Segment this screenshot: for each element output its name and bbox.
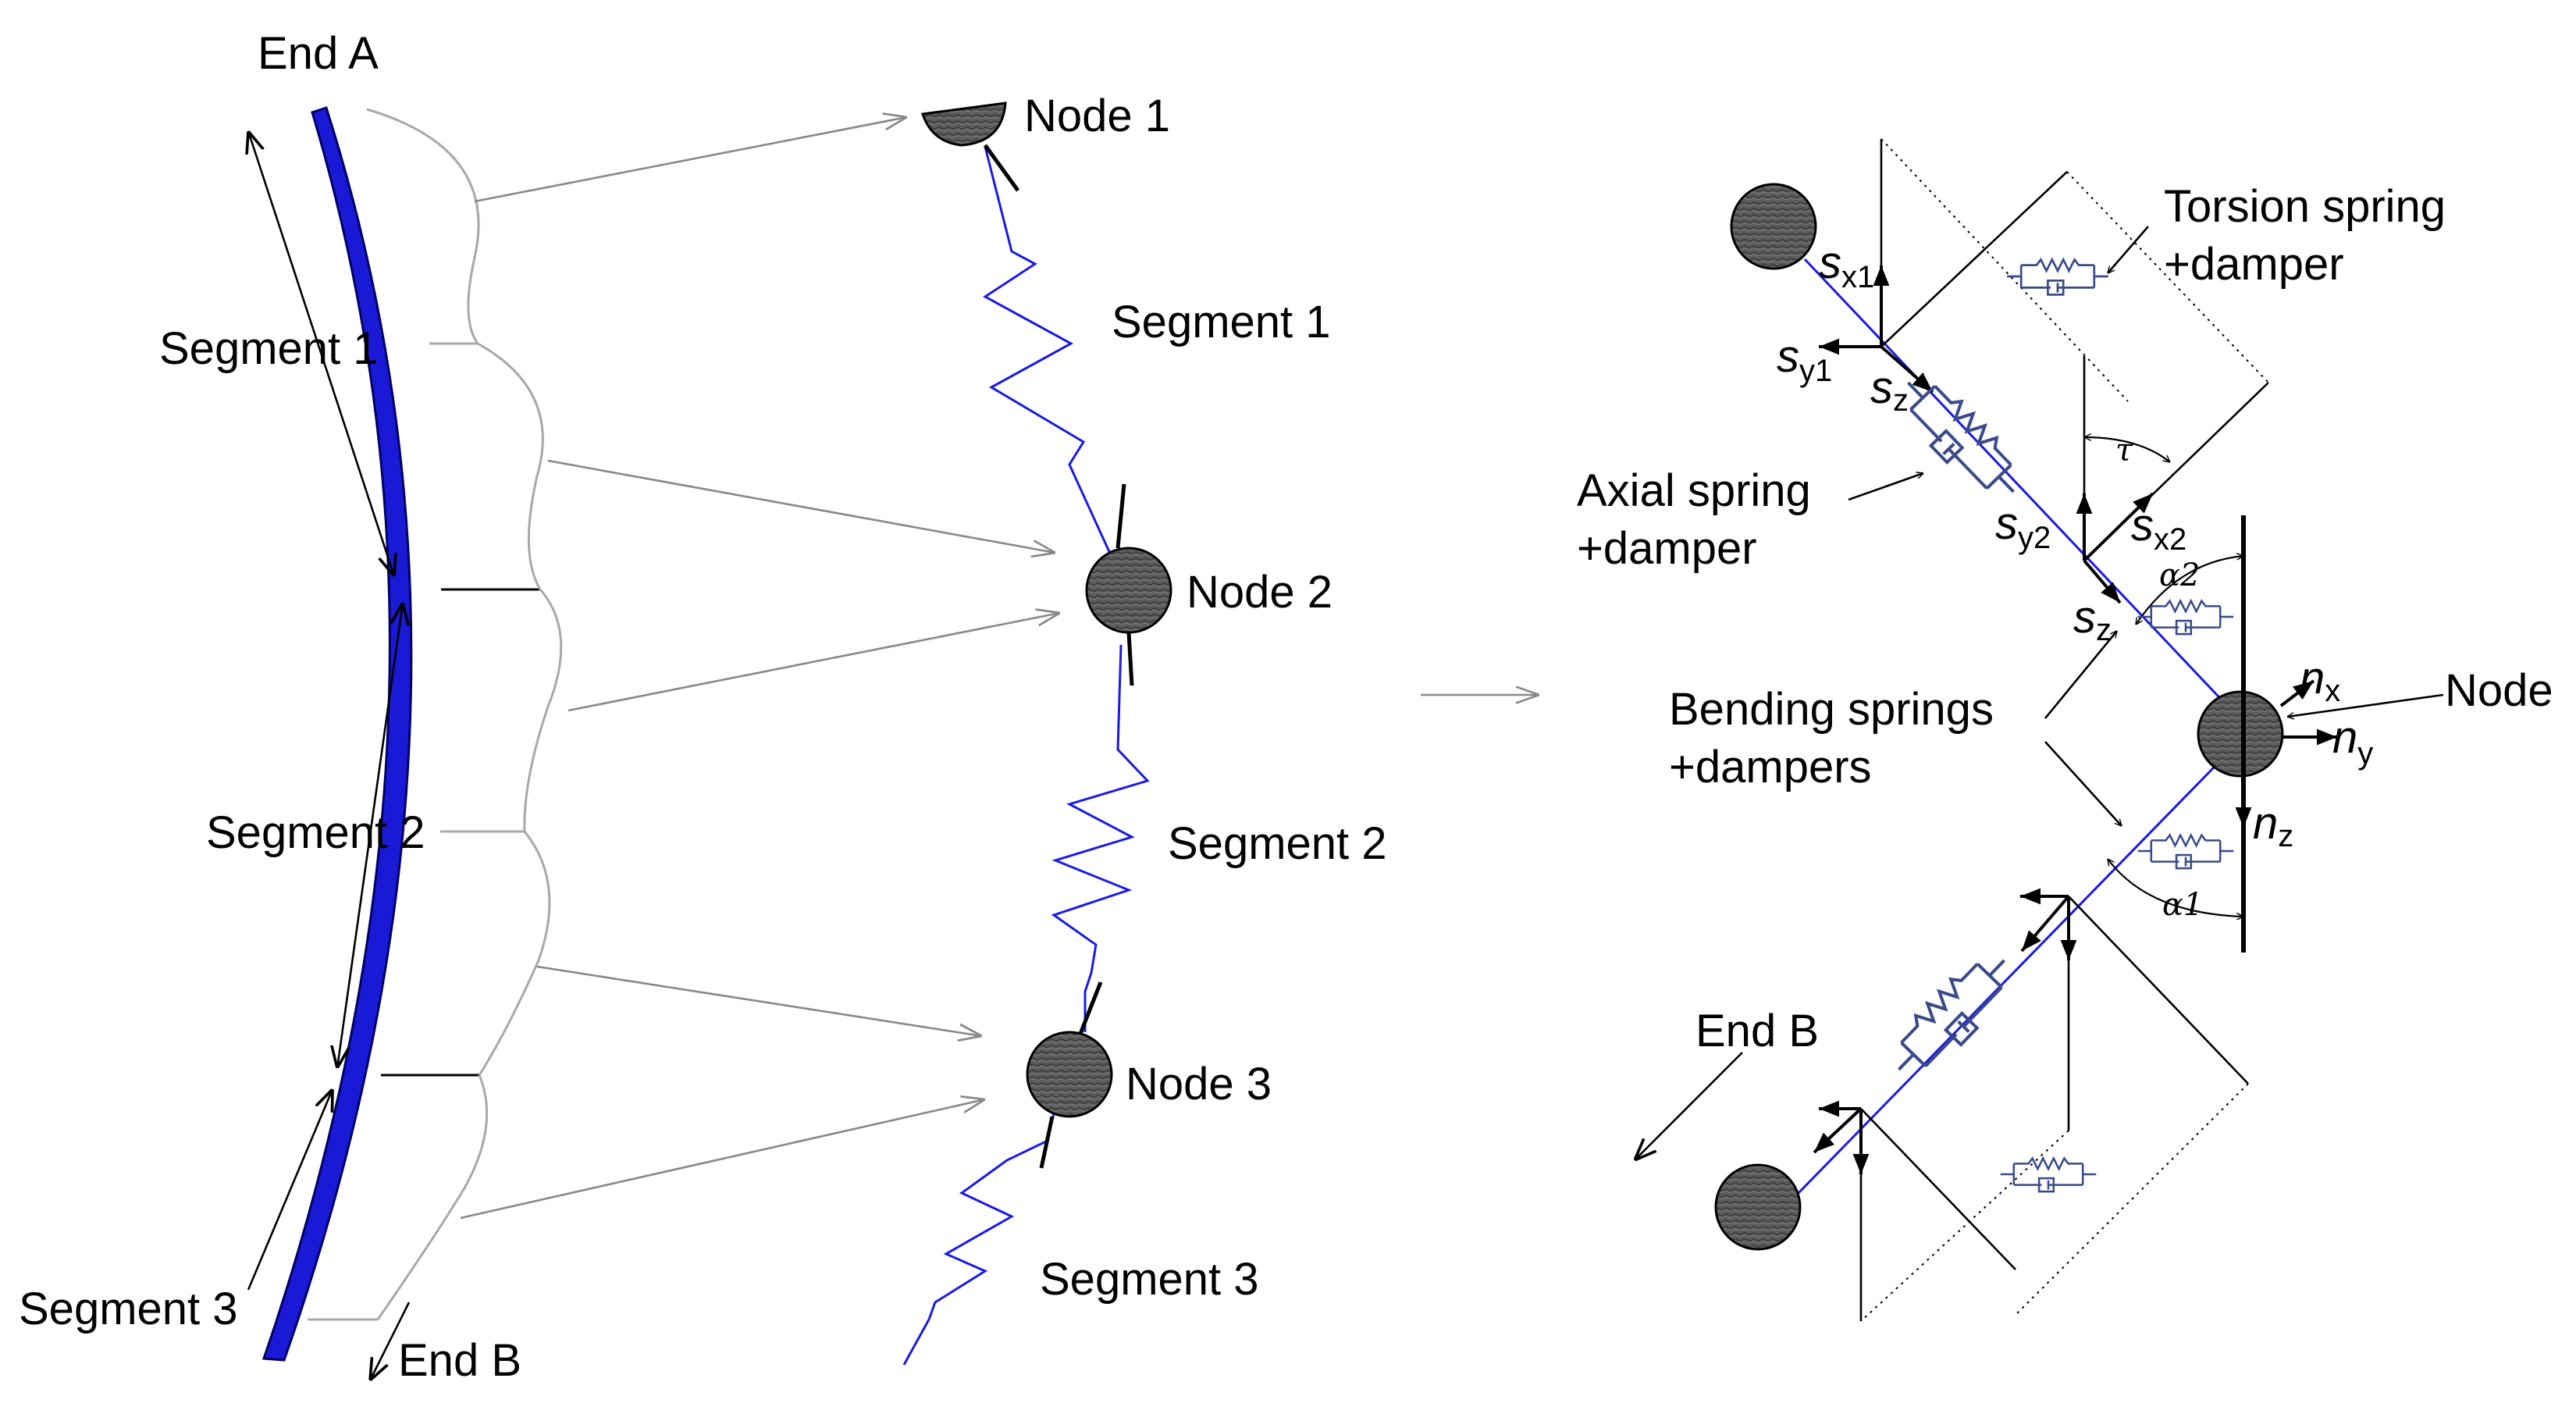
detail-end-node-bottom (1714, 1163, 1802, 1251)
lower-torsion-damper (1999, 1157, 2097, 1193)
nx-arrow (2279, 679, 2315, 707)
bending-label-line1: Bending springs (1669, 684, 1994, 735)
torsion-label-line1: Torsion spring (2164, 181, 2446, 232)
node1-label: Node 1 (1024, 91, 1170, 141)
alpha2-arc (2135, 556, 2243, 625)
sx2-arrow (2083, 492, 2154, 562)
detail-end-b-label: End B (1695, 1006, 1819, 1056)
bending-damper-upper (2137, 600, 2235, 636)
right-pointers (1635, 226, 2444, 1160)
tau-label: τ (2115, 433, 2133, 468)
node2-tick-bottom (1126, 632, 1134, 686)
end-b-pointer-left (370, 1302, 411, 1380)
sz2-arrow (2083, 559, 2122, 604)
lower-frame (1859, 896, 2249, 1321)
ny-label: ny (2332, 712, 2373, 771)
torsion-label-line2: +damper (2164, 239, 2344, 290)
transfer-arrow-node3b (460, 1099, 985, 1220)
sz2-label: sz (2073, 592, 2112, 647)
left-segment-3-label: Segment 3 (19, 1284, 238, 1334)
alpha1-label: α1 (2162, 887, 2203, 923)
middle-segment-2-label: Segment 2 (1168, 818, 1387, 869)
node2-label: Node 2 (1187, 567, 1332, 618)
transfer-arrows (460, 117, 1539, 1220)
spring-segment-2 (1051, 644, 1150, 1032)
bending-label-line2: +dampers (1669, 742, 1872, 792)
node-pointer (2287, 693, 2444, 717)
axial-label-line2: +damper (1577, 523, 1757, 574)
end-a-label: End A (258, 28, 379, 79)
sy1-label: sy1 (1777, 331, 1832, 388)
axial-pointer (1848, 473, 1923, 501)
sz1-label: sz (1870, 362, 1909, 418)
beam (262, 106, 413, 1362)
torsion-pointer (2108, 226, 2149, 273)
sy2-label: sy2 (1995, 498, 2051, 555)
node3-tick-top (1078, 981, 1103, 1035)
detail-end-node-top (1730, 183, 1817, 270)
node2-tick-top (1115, 483, 1126, 549)
axial-damper-lower (1880, 943, 2024, 1089)
nx-label: nx (2300, 653, 2340, 708)
alpha1-arc (2108, 859, 2243, 917)
spring-segment-3-draw (902, 1086, 1063, 1366)
bending-damper-lower (2137, 834, 2235, 870)
transfer-arrow-node2a (547, 459, 1055, 553)
tau-arc (2084, 437, 2170, 462)
segment1-span-arrow (248, 131, 394, 576)
detail-axis-lower (1795, 735, 2245, 1196)
node3-label: Node 3 (1126, 1059, 1272, 1109)
node2 (1085, 483, 1172, 686)
sz1-arrow (1880, 345, 1934, 394)
segment3-pointer (247, 1089, 333, 1291)
detail-center-node (2197, 690, 2284, 778)
upper-coord-arrows (1819, 265, 2154, 604)
bending-pointer-up (2044, 631, 2117, 719)
node2-disk (1085, 547, 1172, 634)
lower-coord-arrows (1813, 888, 2077, 1174)
axial-label-line1: Axial spring (1577, 465, 1811, 516)
segment-dimension-arrows (247, 131, 411, 1380)
nz-label: nz (2253, 798, 2293, 853)
sx1-label: sx1 (1819, 237, 1874, 294)
transfer-arrow-node2b (568, 613, 1060, 712)
torsion-damper-element (2005, 258, 2110, 296)
node1-tick (983, 144, 1020, 192)
node3-disk (1026, 1031, 1113, 1118)
angle-marks (2084, 437, 2243, 917)
node-coord-arrows (2235, 679, 2337, 828)
detail-node-label: Node (2445, 665, 2553, 716)
axial-damper-upper (1888, 365, 2032, 511)
left-segment-1-label: Segment 1 (159, 323, 379, 374)
node1-half-disk (921, 102, 1007, 147)
spring-chain (983, 146, 1150, 1032)
end-b-label-left: End B (398, 1335, 521, 1386)
bending-pointer-down (2044, 741, 2122, 826)
left-segment-2-label: Segment 2 (206, 807, 425, 858)
middle-segment-1-label: Segment 1 (1112, 297, 1331, 347)
beam-group (262, 106, 540, 1362)
node3 (1026, 981, 1113, 1169)
lower-frame-dotted (1860, 1083, 2249, 1322)
end-b-pointer-right (1635, 1052, 1743, 1160)
node3-tick-bottom (1039, 1116, 1055, 1169)
beam-guide-arcs (366, 108, 563, 1320)
spring-segment-1 (983, 146, 1116, 564)
transfer-arrow-node3a (536, 965, 982, 1036)
detail-axis-upper (1803, 258, 2245, 725)
alpha2-label: α2 (2159, 557, 2200, 593)
segment2-span-arrow (337, 603, 403, 1068)
node1 (921, 102, 1020, 192)
middle-segment-3-label: Segment 3 (1040, 1254, 1259, 1305)
sx2-label: sx2 (2131, 500, 2186, 557)
transfer-arrow-node1 (474, 117, 907, 203)
